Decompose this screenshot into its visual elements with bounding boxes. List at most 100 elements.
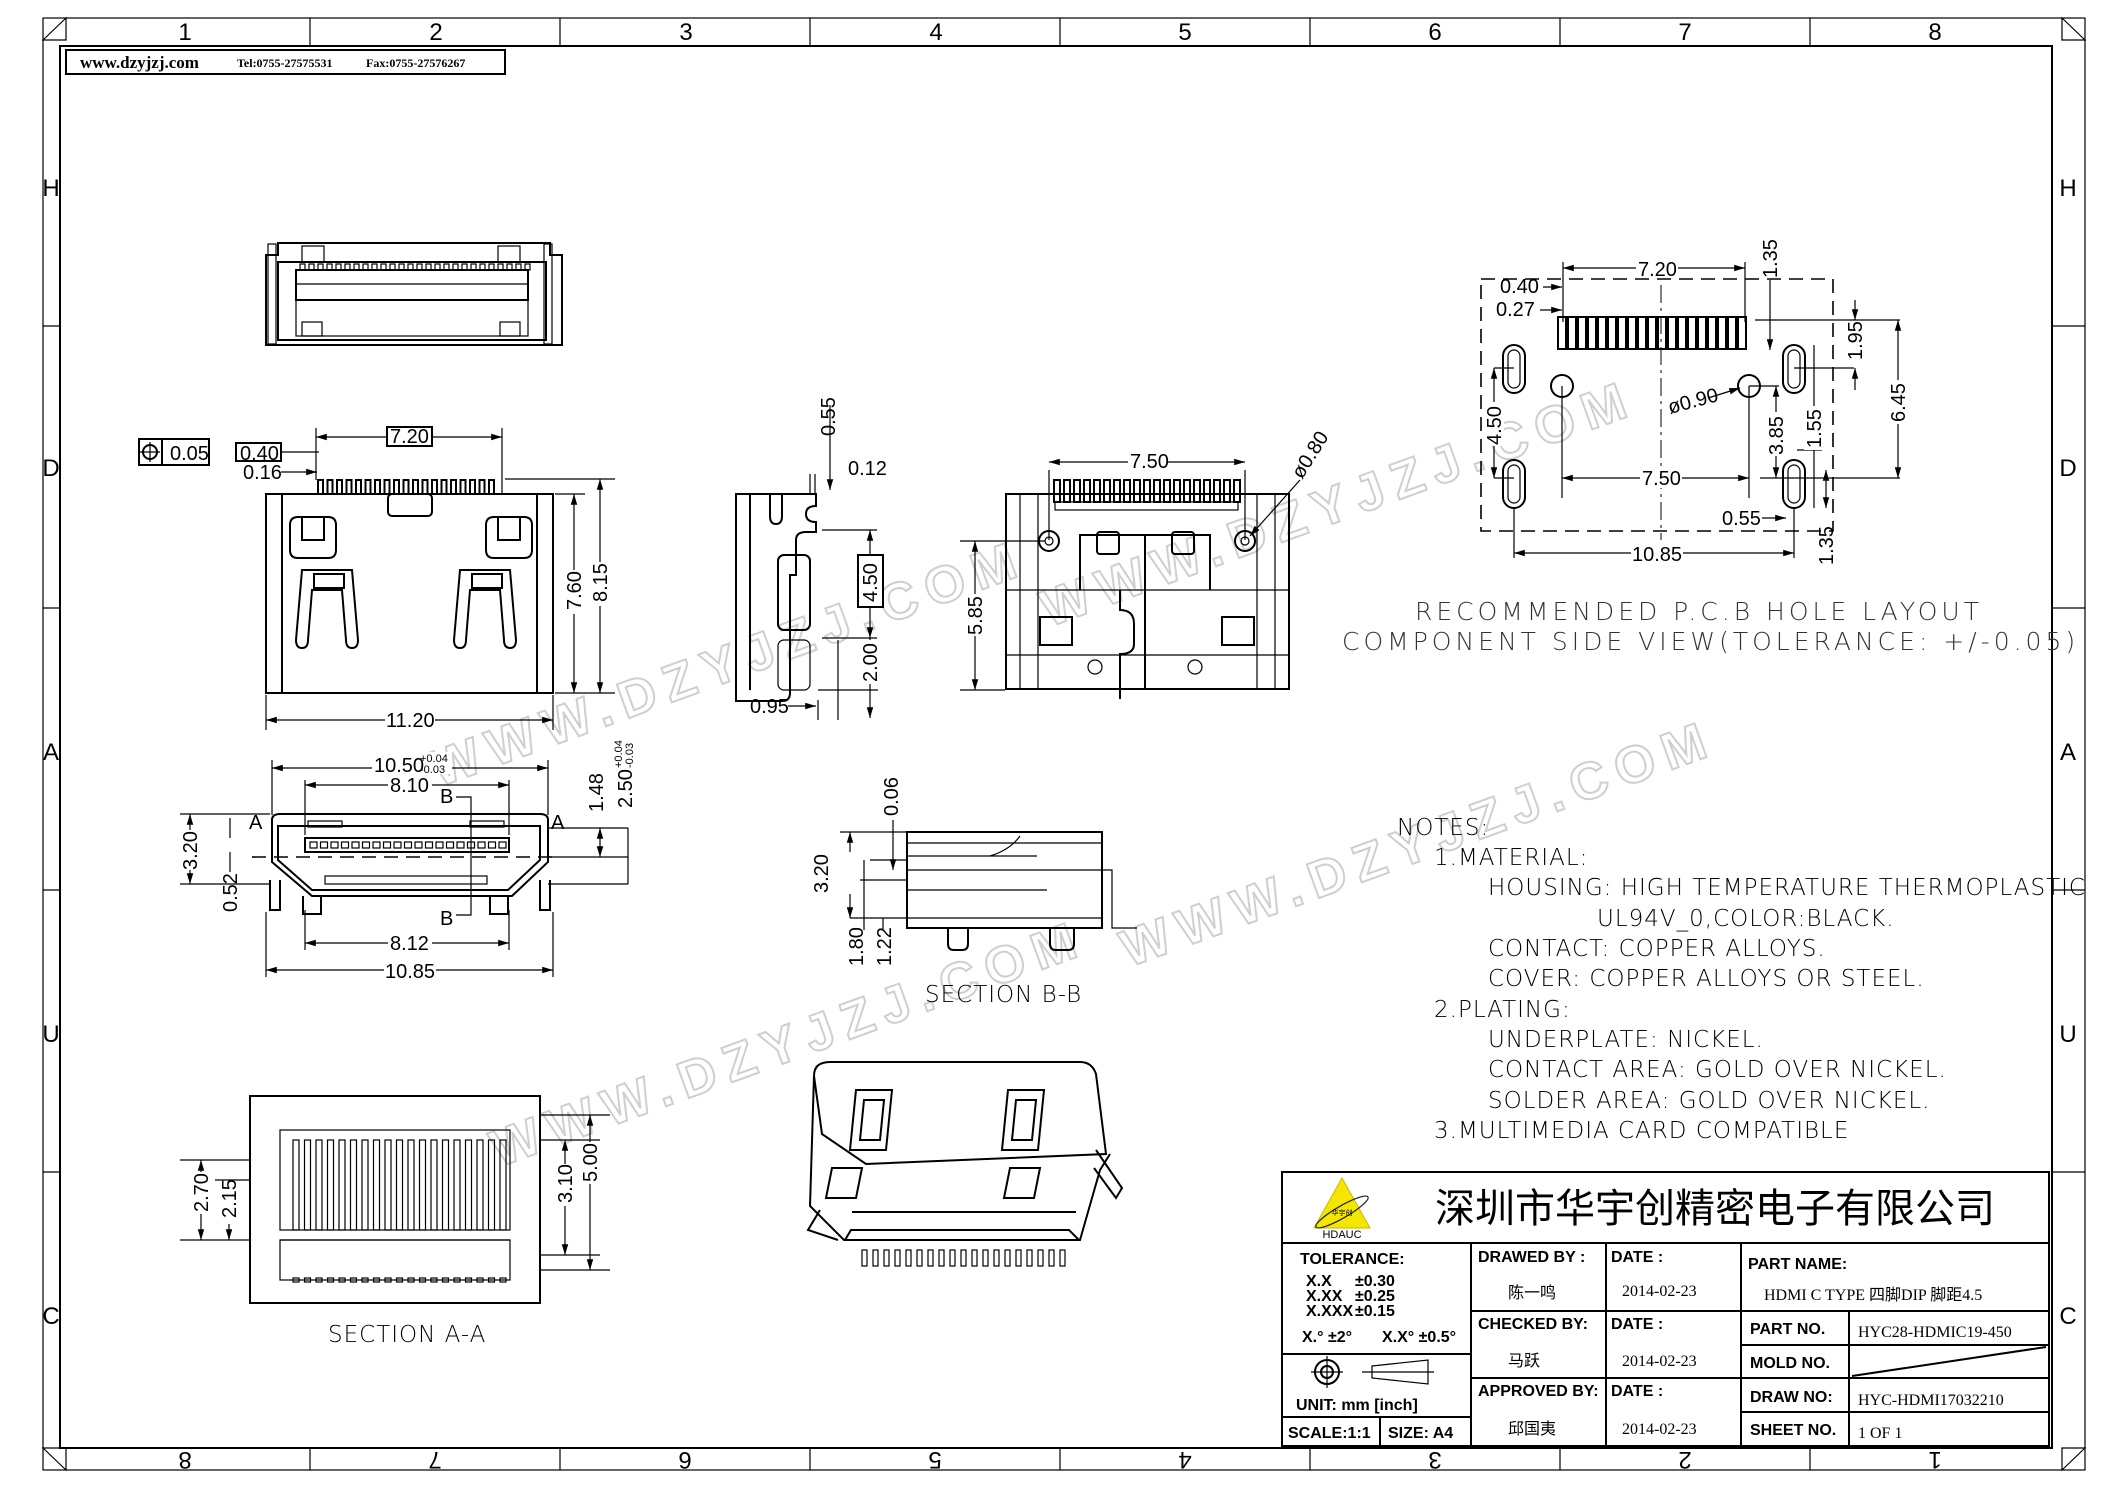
dim-s5: 0.95 — [750, 696, 789, 718]
note-line: SOLDER AREA: GOLD OVER NICKEL. — [1488, 1088, 1931, 1114]
dim-height: 3.20 — [180, 831, 202, 870]
rear-contact — [389, 263, 396, 271]
grid-col-bottom: 4 — [1178, 1446, 1191, 1473]
top-pin — [383, 479, 391, 495]
bottom-pin — [1213, 479, 1221, 503]
pcb-layout-title: RECOMMENDED P.C.B HOLE LAYOUT — [1415, 597, 1983, 626]
fax-text: Fax:0755-27576267 — [366, 56, 465, 70]
iso-pin — [960, 1249, 967, 1267]
iso-pin — [1048, 1249, 1055, 1267]
rear-contact — [362, 263, 369, 271]
iso-pin — [894, 1249, 901, 1267]
section-a-contact — [453, 1139, 461, 1231]
iso-pin — [1059, 1249, 1066, 1267]
front-view: 10.50 +0.04 -0.03 8.10 B B A A 1.48 2.50… — [180, 740, 637, 983]
bottom-pin — [1203, 479, 1211, 503]
dim-tongue-offset: 0.52 — [220, 873, 242, 912]
iso-pin — [1015, 1249, 1022, 1267]
draw-no: HYC-HDMI17032210 — [1858, 1392, 2004, 1409]
section-a-tail — [476, 1277, 484, 1283]
grid-row: A — [2060, 739, 2076, 766]
tolerance-label: TOLERANCE: — [1300, 1251, 1405, 1268]
side-view: 0.55 0.12 4.50 2.00 0.95 — [735, 397, 887, 720]
rear-contact — [479, 263, 486, 271]
section-a-tail — [418, 1277, 427, 1283]
checked-by-name: 马跃 — [1508, 1352, 1540, 1370]
front-contact — [414, 841, 423, 849]
bottom-pin — [1183, 479, 1191, 503]
top-pin — [393, 479, 400, 495]
watermark: WWW.DZYJZJ.COM — [423, 529, 1033, 798]
section-a-tail — [441, 1277, 450, 1283]
bottom-pin — [1113, 479, 1121, 503]
dim-s3: 4.50 — [860, 563, 882, 602]
grid-row: C — [42, 1303, 59, 1330]
front-contact — [330, 841, 339, 849]
pcb-pad — [1727, 316, 1737, 350]
grid-col-bottom: 2 — [1678, 1446, 1691, 1473]
section-a-contact — [361, 1139, 369, 1231]
iso-pin — [971, 1249, 978, 1267]
tolerance-value: ±0.25 — [1355, 1288, 1395, 1305]
part-no-label: PART NO. — [1750, 1321, 1825, 1338]
section-a-tail — [464, 1277, 473, 1283]
top-pin — [459, 479, 467, 495]
dim-a4: 5.00 — [580, 1143, 602, 1182]
section-a-tail — [326, 1277, 335, 1283]
date-label: DATE : — [1611, 1383, 1663, 1400]
rear-contact — [506, 263, 513, 271]
dim-outer-tol-plus: +0.04 — [420, 753, 448, 765]
front-contact — [435, 841, 444, 849]
note-line: CONTACT: COPPER ALLOYS. — [1488, 936, 1826, 962]
bottom-pin — [1053, 479, 1061, 503]
grid-col: 3 — [679, 19, 692, 46]
pcb-dim-135a: 1.35 — [1760, 239, 1782, 278]
note-line: HOUSING: HIGH TEMPERATURE THERMOPLASTIC — [1488, 875, 2086, 901]
top-pin — [364, 479, 372, 495]
checked-by-label: CHECKED BY: — [1478, 1316, 1588, 1333]
top-pin — [431, 479, 438, 495]
dim-outer-tol-minus: -0.03 — [420, 764, 445, 776]
iso-pin — [916, 1249, 923, 1267]
front-contact — [424, 841, 434, 849]
top-pin — [478, 479, 486, 495]
rear-contact — [497, 263, 504, 271]
rear-contact — [452, 263, 459, 271]
approved-date: 2014-02-23 — [1622, 1421, 1697, 1438]
front-contact — [319, 841, 329, 849]
dim-pitch: 0.40 — [240, 443, 279, 465]
title-block: 华宇创 HDAUC 深圳市华宇创精密电子有限公司 TOLERANCE: X.X … — [1281, 1171, 2050, 1447]
section-a-contact — [384, 1139, 392, 1231]
front-contact — [403, 841, 413, 849]
pcb-dim-645: 6.45 — [1888, 383, 1910, 422]
position-tolerance-frame — [138, 438, 210, 466]
grid-col: 7 — [1678, 19, 1691, 46]
section-b-b-view: 0.06 3.20 1.80 1.22 SECTION B-B — [811, 777, 1137, 1008]
pcb-pad — [1587, 316, 1597, 350]
note-line: UL94V_0,COLOR:BLACK. — [1597, 906, 1895, 932]
rear-contact — [380, 263, 387, 271]
iso-pin — [927, 1249, 934, 1267]
logo-text: HDAUC — [1322, 1229, 1361, 1241]
front-contact — [382, 841, 392, 849]
section-a-marker: A — [551, 812, 565, 834]
iso-pin — [982, 1249, 989, 1267]
rear-contact — [371, 263, 378, 271]
section-a-contact — [292, 1139, 300, 1231]
pcb-dim-385: 3.85 — [1766, 416, 1788, 455]
iso-pin — [883, 1249, 890, 1267]
section-a-contact — [487, 1139, 496, 1231]
pcb-pad — [1667, 316, 1677, 350]
tolerance-format: X.X — [1306, 1273, 1332, 1290]
pcb-pad — [1557, 316, 1567, 350]
dim-s1: 0.55 — [818, 397, 840, 436]
website-link[interactable]: www.dzyjzj.com — [80, 53, 199, 72]
iso-pin — [1037, 1249, 1044, 1267]
rear-contact — [344, 263, 351, 271]
rear-contact — [515, 263, 522, 271]
section-a-tail — [487, 1277, 496, 1283]
section-a-contact — [303, 1139, 312, 1231]
section-a-tail — [349, 1277, 358, 1283]
pcb-pad — [1637, 316, 1647, 350]
dim-overall-depth: 8.15 — [590, 563, 612, 602]
